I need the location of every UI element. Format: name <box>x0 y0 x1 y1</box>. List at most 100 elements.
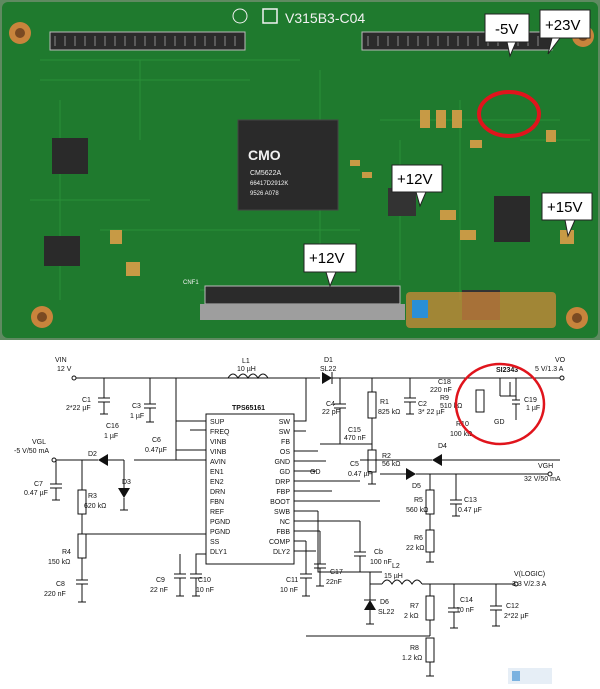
r4-label: R4 <box>62 549 71 556</box>
r5-label: R5 <box>414 497 423 504</box>
d6-value: SL22 <box>378 609 394 616</box>
svg-text:FB: FB <box>281 439 290 446</box>
svg-text:EN1: EN1 <box>210 469 224 476</box>
cb-label: Cb <box>374 549 383 556</box>
top-connector-left <box>49 31 246 51</box>
svg-text:PGND: PGND <box>210 519 230 526</box>
d6-symbol <box>364 600 376 610</box>
svg-text:FBP: FBP <box>276 489 290 496</box>
vgl-value: -5 V/50 mA <box>14 448 49 455</box>
svg-text:SS: SS <box>210 539 220 546</box>
svg-text:SW: SW <box>279 419 291 426</box>
svg-text:FREQ: FREQ <box>210 429 230 436</box>
c2-label: C2 <box>418 401 427 408</box>
c12-value: 2*22 µF <box>504 613 529 620</box>
c8-value: 220 nF <box>44 591 66 598</box>
c1-label: C1 <box>82 397 91 404</box>
d1-label: D1 <box>324 357 333 364</box>
pmic-ic <box>494 196 530 242</box>
c19-label: C19 <box>524 397 537 404</box>
mosfet-label: SI2343 <box>496 367 518 374</box>
svg-text:NC: NC <box>280 519 290 526</box>
r2-value: 56 kΩ <box>382 461 400 468</box>
c8-label: C8 <box>56 581 65 588</box>
ic-left-pins: SUP FREQ VINB VINB AVIN EN1 EN2 DRN FBN … <box>210 419 230 556</box>
chip-line-2: 66417D2912K <box>250 181 288 187</box>
r1-label: R1 <box>380 399 389 406</box>
r6-value: 22 kΩ <box>406 545 424 552</box>
l1-value: 10 µH <box>237 366 256 373</box>
callout-p23v: +23V <box>539 9 591 55</box>
ic-right-pins: SW SW FB OS GND GD DRP FBP BOOT SWB NC F… <box>269 419 291 556</box>
callout-neg5v-label: -5V <box>495 21 518 38</box>
svg-text:SW: SW <box>279 429 291 436</box>
svg-text:COMP: COMP <box>269 539 290 546</box>
callout-p12v-lower-label: +12V <box>309 250 344 267</box>
watermark-logo <box>412 300 428 318</box>
c3-value: 1 µF <box>130 413 144 420</box>
tps65161-schematic: VIN 12 V L1 10 µH D1 SL22 C1 2*22 µF C3 … <box>0 340 600 689</box>
r9-symbol <box>475 389 485 413</box>
c2-value: 3* 22 µF <box>418 409 445 416</box>
svg-text:REF: REF <box>210 509 224 516</box>
svg-text:BOOT: BOOT <box>270 499 291 506</box>
svg-text:OS: OS <box>280 449 290 456</box>
c15-value: 470 nF <box>344 435 366 442</box>
svg-text:SUP: SUP <box>210 419 225 426</box>
d2-symbol <box>98 454 108 466</box>
svg-text:GND: GND <box>274 459 290 466</box>
svg-text:PGND: PGND <box>210 529 230 536</box>
tps65161-ic <box>205 413 295 565</box>
cnf1-label: CNF1 <box>183 280 199 286</box>
c14-value: 10 nF <box>456 607 474 614</box>
c6-value: 0.47µF <box>145 447 167 454</box>
d3-label: D3 <box>122 479 131 486</box>
watermark-bottom-logo <box>512 671 520 681</box>
callout-p12v-upper-label: +12V <box>397 171 432 188</box>
l1-coil <box>227 373 269 379</box>
tcon-board-photo: V315B3-C04 CMO CM5622A 66417D2912K 9526 … <box>0 0 600 340</box>
r1-value: 825 kΩ <box>378 409 400 416</box>
d5-symbol <box>406 468 416 480</box>
c9-value: 22 nF <box>150 587 168 594</box>
vin-label: VIN <box>55 357 67 364</box>
chip-line-3: 9526 A078 <box>250 191 279 197</box>
svg-text:DRP: DRP <box>275 479 290 486</box>
svg-text:EN2: EN2 <box>210 479 224 486</box>
c16-label: C16 <box>106 423 119 430</box>
r8-label: R8 <box>410 645 419 652</box>
r2-label: R2 <box>382 453 391 460</box>
c4-label: C4 <box>326 401 335 408</box>
r7-value: 2 kΩ <box>404 613 419 620</box>
r4-value: 150 kΩ <box>48 559 70 566</box>
l1-label: L1 <box>242 358 250 365</box>
r10-value: 100 kΩ <box>450 431 472 438</box>
c10-label: C10 <box>198 577 211 584</box>
cmo-controller-chip: CMO CM5622A 66417D2912K 9526 A078 <box>237 119 339 211</box>
svg-text:DLY1: DLY1 <box>210 549 227 556</box>
c6-label: C6 <box>152 437 161 444</box>
board-model-label: V315B3-C04 <box>285 10 365 26</box>
gd-pin-net: GD <box>310 469 321 476</box>
d3-symbol <box>118 488 130 498</box>
vo-value: 5 V/1.3 A <box>535 366 564 373</box>
bottom-connector-cnf1: CNF1 <box>183 280 405 320</box>
c17-value: 22nF <box>326 579 342 586</box>
callout-p12v-upper: +12V <box>391 164 443 208</box>
callout-neg5v: -5V <box>484 13 530 58</box>
c10-value: 10 nF <box>196 587 214 594</box>
c12-label: C12 <box>506 603 519 610</box>
vgl-label: VGL <box>32 439 46 446</box>
c7-value: 0.47 µF <box>24 490 48 497</box>
c18-label: C18 <box>438 379 451 386</box>
chip-line-1: CM5622A <box>250 170 281 177</box>
callout-p15v: +15V <box>541 192 593 238</box>
d5-label: D5 <box>412 483 421 490</box>
smd-components <box>110 110 574 276</box>
chip-brand: CMO <box>248 147 281 163</box>
r3-value: 620 kΩ <box>84 503 106 510</box>
c11-label: C11 <box>286 577 298 584</box>
r9-label: R9 <box>440 395 449 402</box>
c19-symbol <box>512 378 520 420</box>
regulator-ic <box>44 236 80 266</box>
